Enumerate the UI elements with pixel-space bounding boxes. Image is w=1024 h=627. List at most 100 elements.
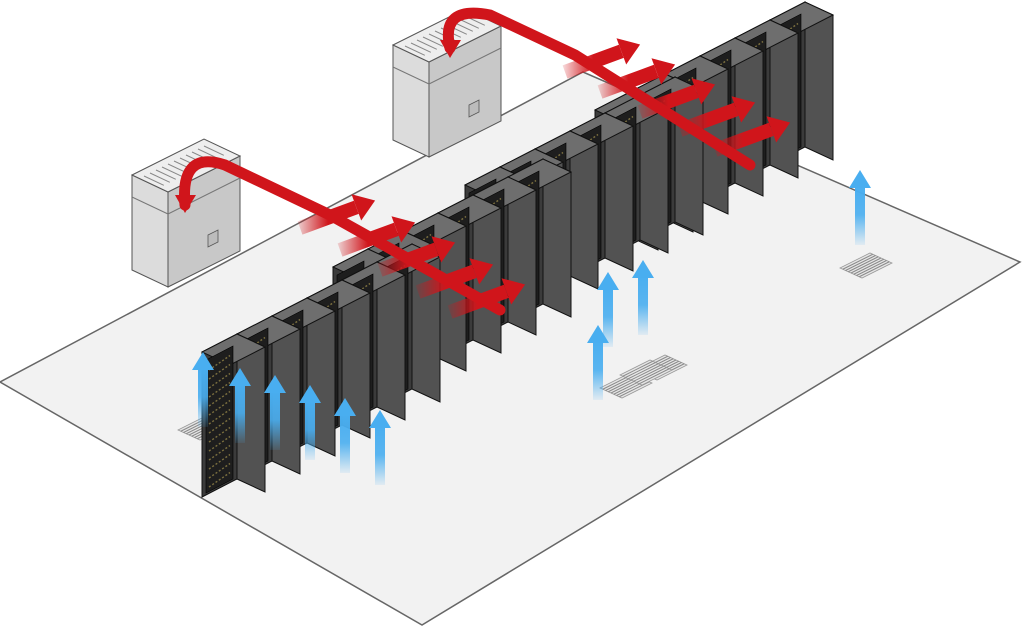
cold-arrow-head — [334, 398, 356, 416]
vent-slot — [630, 364, 662, 381]
return-arrow-head — [440, 40, 461, 58]
airflow-arrows — [175, 7, 871, 485]
hot-air-arrow-icon — [447, 278, 526, 319]
cold-air-arrow-icon — [849, 170, 871, 245]
crac-control-panel — [468, 99, 480, 118]
cold-arrow-shaft — [198, 367, 208, 427]
vent-slot — [636, 367, 667, 383]
cold-arrow-shaft — [638, 275, 648, 335]
hot-arrow-shaft — [597, 64, 659, 99]
server-unit — [208, 363, 231, 380]
vent-slot — [842, 253, 873, 270]
crac-front — [131, 174, 169, 288]
vent-slot — [853, 258, 884, 275]
cold-arrow-head — [849, 170, 871, 188]
crac-grille-slot — [143, 175, 165, 186]
hot-arrow-head — [766, 116, 791, 143]
hot-air-arrow-icon — [637, 78, 716, 119]
server-unit — [208, 372, 231, 389]
hot-air-return-arrow — [443, 7, 756, 171]
cold-arrow-head — [192, 352, 214, 370]
crac-band — [428, 47, 502, 85]
crac-grille-slot — [410, 42, 432, 53]
hot-arrow-shaft — [447, 284, 509, 319]
cold-air-arrow-icon — [192, 352, 214, 427]
hot-air-arrow-icon — [337, 216, 416, 257]
cold-air-arrow-icon — [229, 368, 251, 443]
server-unit — [208, 390, 231, 407]
vent-slot — [633, 365, 664, 382]
crac-grille-slot — [404, 45, 426, 56]
rack-row-front — [200, 243, 442, 498]
hot-arrow-shaft — [677, 102, 739, 137]
cold-arrow-shaft — [375, 425, 385, 485]
server-unit — [208, 381, 231, 398]
hot-air-return-arrow — [179, 156, 506, 316]
cold-arrow-head — [597, 272, 619, 290]
hot-air-arrow-icon — [297, 194, 376, 235]
hot-air-arrow-icon — [562, 38, 641, 79]
cold-arrow-shaft — [270, 390, 280, 450]
crac-front — [392, 44, 430, 158]
hot-arrow-head — [616, 38, 641, 65]
vent-slot — [639, 368, 670, 385]
raised-floor — [0, 71, 1022, 626]
hot-arrow-head — [691, 78, 716, 105]
cold-arrow-shaft — [340, 413, 350, 473]
server-unit — [208, 417, 231, 434]
cold-air-arrow-icon — [597, 272, 619, 347]
server-unit — [208, 399, 231, 416]
server-unit — [208, 408, 231, 425]
vent-slot — [625, 362, 656, 378]
hot-arrow-head — [469, 258, 494, 285]
hot-arrow-head — [431, 236, 456, 263]
crac-grille-slot — [155, 169, 177, 180]
hot-air-arrow-icon — [677, 96, 756, 137]
hot-arrow-head — [651, 58, 676, 85]
floor-vent-icon — [839, 252, 893, 279]
crac-band — [167, 177, 241, 215]
cold-air-arrow-icon — [299, 385, 321, 460]
return-duct-path — [443, 7, 756, 171]
cold-arrow-shaft — [603, 287, 613, 347]
server-unit — [208, 426, 231, 443]
vent-slot — [848, 256, 879, 273]
crac-band — [392, 66, 430, 85]
hot-air-arrow-icon — [415, 258, 494, 299]
server-unit — [208, 435, 231, 452]
crac-grille-slot — [149, 172, 171, 183]
hot-arrow-head — [391, 216, 416, 243]
vent-slot — [628, 363, 659, 380]
cold-arrow-head — [369, 410, 391, 428]
cold-air-arrow-icon — [632, 260, 654, 335]
vent-slot — [622, 360, 653, 377]
hot-arrow-shaft — [562, 44, 624, 79]
vent-slot — [859, 261, 890, 278]
return-duct-path — [179, 156, 506, 316]
server-unit — [208, 471, 231, 488]
hot-arrow-shaft — [297, 200, 359, 235]
cold-arrow-head — [299, 385, 321, 403]
cold-air-arrow-icon — [587, 325, 609, 400]
cold-arrow-shaft — [235, 383, 245, 443]
crac-grille-slot — [203, 145, 225, 156]
hot-arrow-shaft — [712, 122, 774, 157]
vent-slot — [845, 255, 876, 271]
crac-grille-slot — [422, 36, 444, 47]
cold-arrow-head — [229, 368, 251, 386]
crac-top — [130, 138, 242, 193]
server-unit — [208, 462, 231, 479]
crac-band — [131, 196, 169, 215]
hot-arrow-head — [351, 194, 376, 221]
hot-arrow-head — [731, 96, 756, 123]
floor-vent-icon — [619, 359, 673, 386]
cold-air-arrow-icon — [264, 375, 286, 450]
cold-air-arrow-icon — [369, 410, 391, 485]
vent-slot — [856, 260, 887, 276]
hot-arrow-shaft — [637, 84, 699, 119]
hot-air-arrow-icon — [377, 236, 456, 277]
vent-slot — [850, 257, 882, 274]
return-arrow-head — [175, 195, 196, 213]
crac-grille-slot — [458, 18, 480, 29]
crac-grille-slot — [161, 166, 183, 177]
